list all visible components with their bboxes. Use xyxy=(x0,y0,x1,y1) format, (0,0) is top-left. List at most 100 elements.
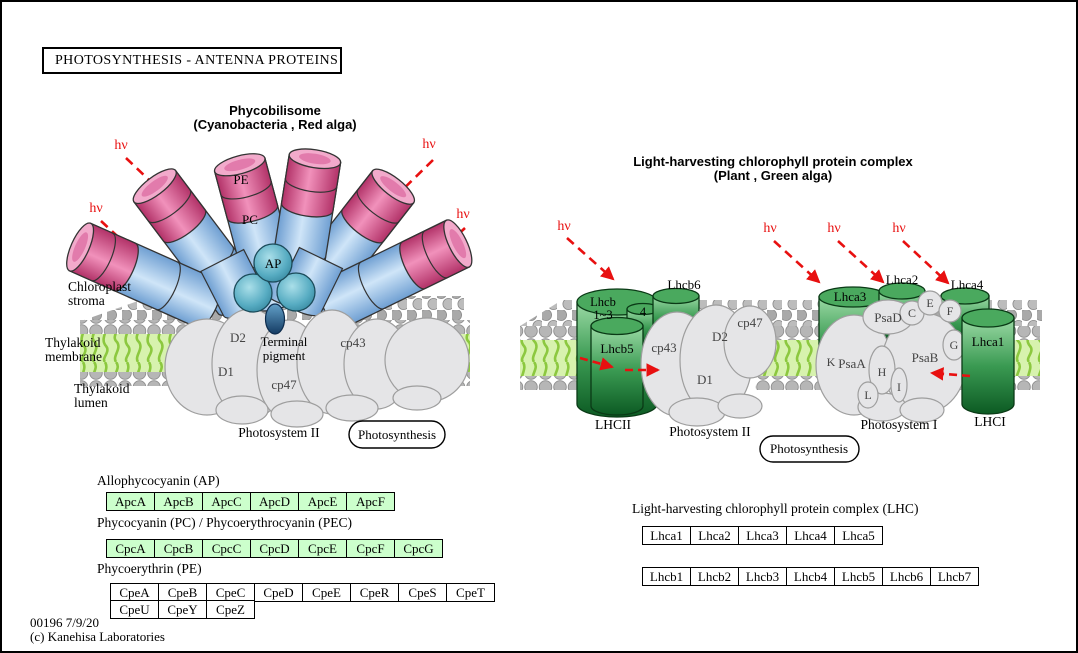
thylakoid-lumen-label: Thylakoid xyxy=(74,381,130,396)
gene-box[interactable]: CpcC xyxy=(202,539,251,558)
photosynthesis-pathway-box[interactable]: Photosynthesis xyxy=(348,420,446,449)
photosystem-ii-label: Photosystem II xyxy=(238,425,320,440)
gene-box[interactable]: Lhcb6 xyxy=(882,567,931,586)
gene-box[interactable]: ApcF xyxy=(346,492,395,511)
chloroplast-stroma-label2: stroma xyxy=(68,293,105,308)
thylakoid-membrane-label: Thylakoid xyxy=(45,335,101,350)
gene-box[interactable]: Lhcb1 xyxy=(642,567,691,586)
lhc-subtitle: (Plant , Green alga) xyxy=(714,168,832,183)
lhca2-label: Lhca2 xyxy=(886,272,918,287)
hv-label: hν xyxy=(89,201,102,216)
gene-box[interactable]: Lhca1 xyxy=(642,526,691,545)
lhca1-cylinder xyxy=(961,308,1015,415)
gene-box[interactable]: CpeZ xyxy=(206,600,255,619)
lhci-label: LHCI xyxy=(974,414,1006,429)
gene-box[interactable]: ApcA xyxy=(106,492,155,511)
lhca1-label: Lhca1 xyxy=(972,334,1004,349)
gene-box[interactable]: CpeD xyxy=(254,583,303,602)
cp47-label: cp47 xyxy=(271,377,297,392)
gene-box[interactable]: Lhca3 xyxy=(738,526,787,545)
gene-box[interactable]: Lhcb2 xyxy=(690,567,739,586)
photosynthesis-pathway-label: Photosynthesis xyxy=(770,441,848,456)
gene-box[interactable]: ApcC xyxy=(202,492,251,511)
energy-transfer-arrows xyxy=(579,356,971,381)
cp43-label: cp43 xyxy=(651,340,676,355)
phycobilisome-subtitle: (Cyanobacteria , Red alga) xyxy=(193,117,356,132)
gene-box[interactable]: ApcE xyxy=(298,492,347,511)
energy-transfer-arrow xyxy=(929,367,971,381)
d2-label: D2 xyxy=(712,329,728,344)
photosystem-ii-complex xyxy=(164,308,470,428)
gene-box[interactable]: ApcB xyxy=(154,492,203,511)
gene-box[interactable]: CpeE xyxy=(302,583,351,602)
psaf-label: F xyxy=(947,304,954,318)
gene-box[interactable]: CpeS xyxy=(398,583,447,602)
gene-box[interactable]: ApcD xyxy=(250,492,299,511)
psah-label: H xyxy=(878,365,887,379)
hv-label: hν xyxy=(114,138,127,153)
lhcb4-label: 4 xyxy=(640,305,647,319)
phycobilisome-diagram: Phycobilisome (Cyanobacteria , Red alga)… xyxy=(45,103,473,449)
hv-label: hν xyxy=(456,207,469,222)
gene-box[interactable]: CpeR xyxy=(350,583,399,602)
gene-box[interactable]: Lhcb5 xyxy=(834,567,883,586)
gene-box[interactable]: CpcB xyxy=(154,539,203,558)
gene-box[interactable]: Lhca5 xyxy=(834,526,883,545)
lhcb13-label2: 1~3 xyxy=(593,308,612,322)
hv-label: hν xyxy=(827,221,840,236)
psad-label: PsaD xyxy=(874,310,901,325)
ap-gene-row: ApcA ApcB ApcC ApcD ApcE ApcF xyxy=(106,492,395,511)
cp47-label: cp47 xyxy=(737,315,763,330)
gene-box[interactable]: CpcF xyxy=(346,539,395,558)
gene-box[interactable]: CpcG xyxy=(394,539,443,558)
thylakoid-lumen-label2: lumen xyxy=(74,395,108,410)
gene-box[interactable]: CpeT xyxy=(446,583,495,602)
photosynthesis-pathway-box[interactable]: Photosynthesis xyxy=(759,435,860,463)
pathway-title-box: PHOTOSYNTHESIS - ANTENNA PROTEINS xyxy=(42,47,342,74)
cp43-label: cp43 xyxy=(340,335,365,350)
lhcb-gene-row: Lhcb1 Lhcb2 Lhcb3 Lhcb4 Lhcb5 Lhcb6 Lhcb… xyxy=(642,567,979,586)
map-id-date: 00196 7/9/20 xyxy=(30,615,99,630)
hv-label: hν xyxy=(557,219,570,234)
psai-label: I xyxy=(897,380,901,394)
gene-box[interactable]: Lhca4 xyxy=(786,526,835,545)
map-footer: 00196 7/9/20 (c) Kanehisa Laboratories xyxy=(30,616,165,644)
photosynthesis-pathway-label: Photosynthesis xyxy=(358,427,436,442)
gene-box[interactable]: Lhcb7 xyxy=(930,567,979,586)
ap-label: AP xyxy=(265,256,282,271)
terminal-pigment-label2: pigment xyxy=(263,348,306,363)
phycobilisome-title: Phycobilisome xyxy=(229,103,321,118)
hv-photon-arrow xyxy=(837,240,885,284)
gene-box[interactable]: CpcE xyxy=(298,539,347,558)
lhcb13-label: Lhcb xyxy=(590,295,616,309)
pe-label: PE xyxy=(233,172,248,187)
hv-label: hν xyxy=(763,221,776,236)
gene-box[interactable]: Lhca2 xyxy=(690,526,739,545)
photosystem-i-label: Photosystem I xyxy=(861,417,938,432)
lhca3-label: Lhca3 xyxy=(834,289,866,304)
psab-label: PsaB xyxy=(912,350,939,365)
pc-table-title: Phycocyanin (PC) / Phycoerythrocyanin (P… xyxy=(97,515,352,530)
hv-photon-arrow xyxy=(773,240,821,284)
photosystem-ii-complex xyxy=(640,304,777,427)
gene-box[interactable]: CpeY xyxy=(158,600,207,619)
hv-label: hν xyxy=(422,137,435,152)
photosystem-i-complex xyxy=(815,290,967,423)
gene-box[interactable]: Lhcb4 xyxy=(786,567,835,586)
gene-box[interactable]: CpeU xyxy=(110,600,159,619)
gene-box[interactable]: CpcD xyxy=(250,539,299,558)
gene-box[interactable]: Lhcb3 xyxy=(738,567,787,586)
pe-gene-row2: CpeU CpeY CpeZ xyxy=(110,600,255,619)
gene-box[interactable]: CpcA xyxy=(106,539,155,558)
hv-photon-arrows xyxy=(566,237,950,285)
lhc-diagram: Light-harvesting chlorophyll protein com… xyxy=(520,154,1042,463)
lhcii-label: LHCII xyxy=(595,417,631,432)
lhcb5-label: Lhcb5 xyxy=(600,341,633,356)
terminal-pigment-shape xyxy=(264,303,286,335)
lhcb5-cylinder xyxy=(590,316,644,416)
psac-label: C xyxy=(908,306,916,320)
d1-label: D1 xyxy=(218,364,234,379)
terminal-pigment-label: Terminal xyxy=(261,334,308,349)
psae-label: E xyxy=(926,296,933,310)
hv-label: hν xyxy=(892,221,905,236)
